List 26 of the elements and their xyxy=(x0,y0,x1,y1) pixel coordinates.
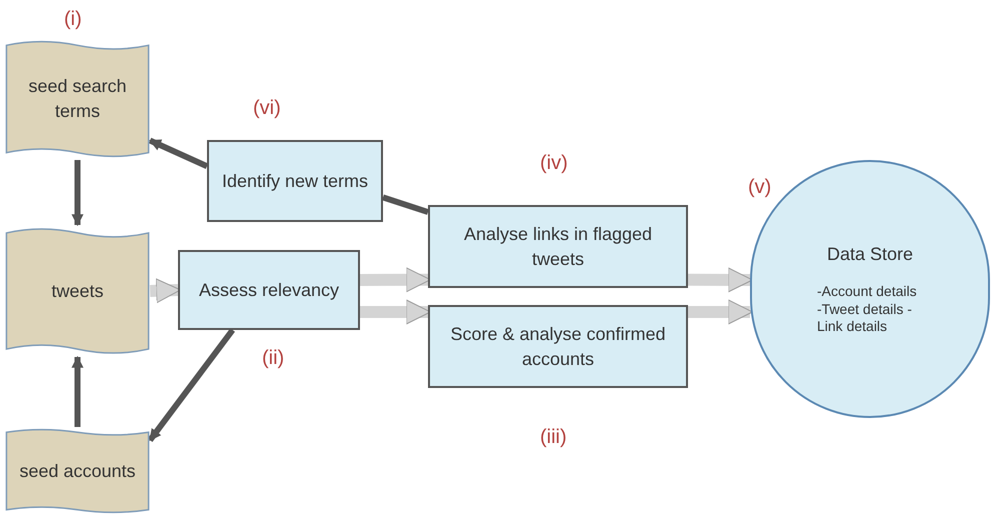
stage-number: (ii) xyxy=(262,346,284,371)
arrow xyxy=(72,356,84,427)
process-box xyxy=(178,250,360,330)
arrow xyxy=(72,160,84,226)
process-box xyxy=(428,205,688,288)
document-shape xyxy=(5,427,150,515)
stage-number: (vi) xyxy=(253,96,281,121)
node-label: tweets xyxy=(50,280,105,303)
node-label: seed search terms xyxy=(27,75,128,123)
stage-number: (v) xyxy=(748,175,772,200)
stage-number: (iv) xyxy=(540,151,568,176)
node-label: Analyse links in flagged tweets xyxy=(462,222,654,270)
node-label: Data Store xyxy=(826,243,914,266)
document-shape xyxy=(5,38,150,160)
node-label: seed accounts xyxy=(18,460,137,483)
node-label: Score & analyse confirmed accounts xyxy=(449,322,667,370)
stage-number: (iii) xyxy=(540,425,567,450)
stage-number: (i) xyxy=(64,7,82,32)
node-label: Identify new terms xyxy=(220,170,370,193)
process-box xyxy=(428,305,688,388)
document-shape xyxy=(5,225,150,357)
node-label: Assess relevancy xyxy=(198,278,340,302)
arrow xyxy=(148,138,208,169)
arrow xyxy=(148,328,235,442)
process-box xyxy=(207,140,383,222)
node-detail: -Account details -Tweet details -Link details xyxy=(816,283,918,336)
